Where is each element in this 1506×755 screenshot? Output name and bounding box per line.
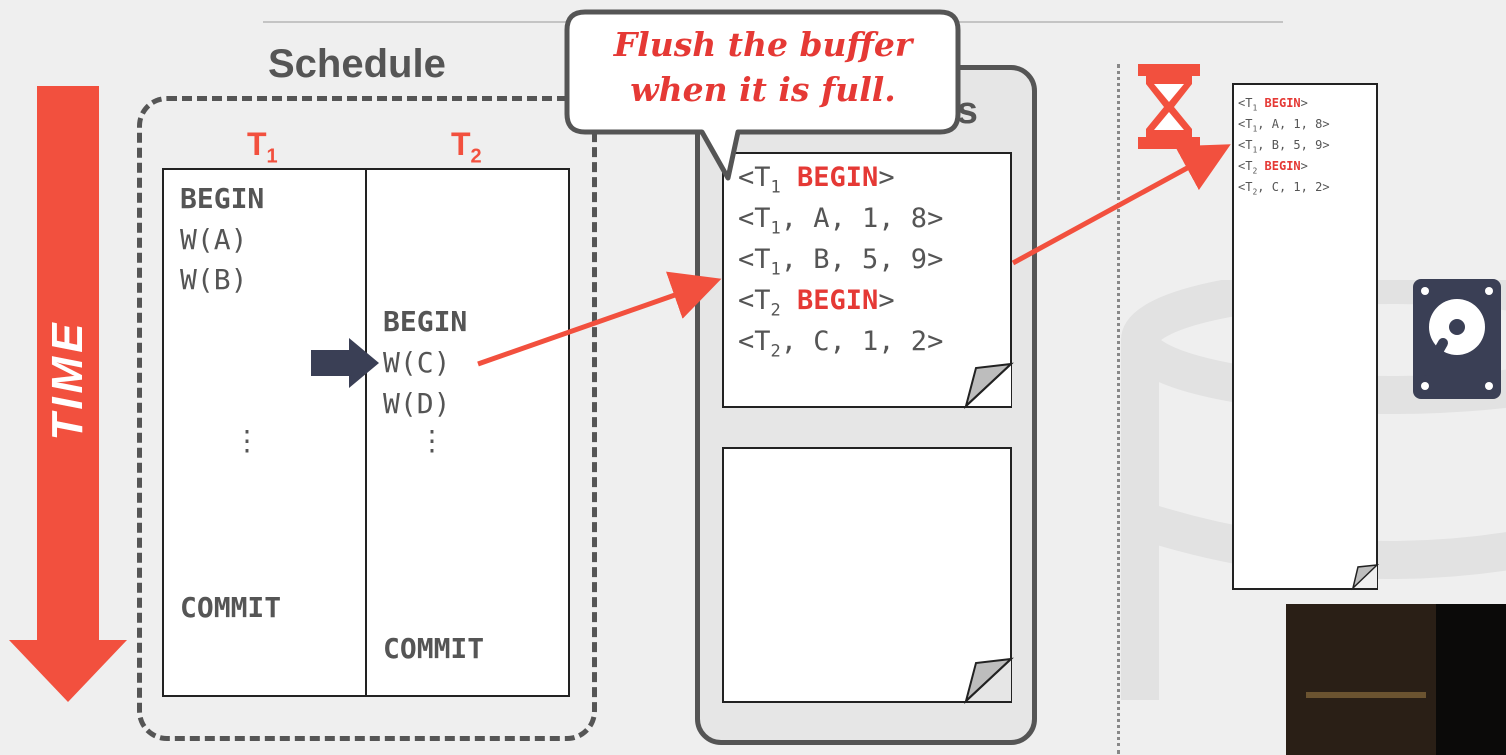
current-op-arrow-shaft xyxy=(311,350,351,376)
hard-disk-icon xyxy=(1413,279,1501,399)
disk-log-record: <T1, B, 5, 9> xyxy=(1238,138,1330,155)
t2-op-begin: BEGIN xyxy=(383,305,468,338)
log-record: <T1 BEGIN> xyxy=(738,162,895,198)
callout-text: Flush the buffer when it is full. xyxy=(613,25,913,109)
time-arrow-head xyxy=(9,640,127,702)
t1-header: T1 xyxy=(247,126,278,168)
write-to-buffer-arrow xyxy=(477,271,722,367)
database-watermark-icon xyxy=(1121,280,1506,700)
t1-op-write-a: W(A) xyxy=(180,223,248,256)
schedule-column-divider xyxy=(365,168,367,697)
log-record: <T1, B, 5, 9> xyxy=(738,244,944,280)
log-record: <T2, C, 1, 2> xyxy=(738,326,944,362)
schedule-title: Schedule xyxy=(268,42,446,86)
disk-log-record: <T1 BEGIN> xyxy=(1238,96,1308,113)
t1-op-commit: COMMIT xyxy=(180,591,282,624)
t2-op-write-d: W(D) xyxy=(383,387,451,420)
speaker-webcam-overlay xyxy=(1286,604,1506,755)
t1-op-begin: BEGIN xyxy=(180,182,265,215)
t2-header: T2 xyxy=(451,126,482,168)
disk-log-file xyxy=(1232,83,1378,590)
log-record: <T1, A, 1, 8> xyxy=(738,203,944,239)
log-buffer-records: <T1 BEGIN> <T1, A, 1, 8> <T1, B, 5, 9> <… xyxy=(738,162,943,367)
flush-to-disk-arrow xyxy=(1011,144,1231,266)
log-buffer-page-1 xyxy=(722,152,1012,408)
log-record: <T2 BEGIN> xyxy=(738,285,895,321)
time-arrow-shaft xyxy=(37,86,99,646)
t2-op-write-c: W(C) xyxy=(383,346,451,379)
current-op-arrow-head xyxy=(349,338,379,388)
t2-op-commit: COMMIT xyxy=(383,632,485,665)
t1-op-write-b: W(B) xyxy=(180,263,248,296)
disk-log-record: <T2 BEGIN> xyxy=(1238,159,1308,176)
log-buffer-page-2 xyxy=(722,447,1012,703)
memory-disk-divider xyxy=(1117,64,1120,754)
disk-log-record: <T1, A, 1, 8> xyxy=(1238,117,1330,134)
disk-log-records: <T1 BEGIN> <T1, A, 1, 8> <T1, B, 5, 9> <… xyxy=(1238,96,1330,201)
schedule-frame xyxy=(137,96,597,741)
disk-log-record: <T2, C, 1, 2> xyxy=(1238,180,1330,197)
